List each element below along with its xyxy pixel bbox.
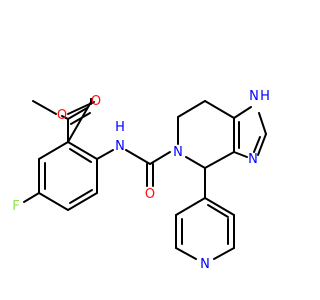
bond-pip-3 (204, 100, 235, 119)
bond-benz-f (23, 192, 40, 203)
bond-c-n (149, 151, 171, 165)
background (0, 0, 300, 300)
bond-benz-5 (67, 192, 98, 211)
bond-imid-2 (258, 112, 267, 135)
atom-labels: O O F H N N O H N N N (12, 89, 270, 272)
bond-pyr-inner-3 (207, 204, 229, 218)
bond-pip-2 (177, 100, 206, 118)
bond-benz-inner-2 (69, 189, 93, 204)
bond-imid-3 (257, 133, 267, 156)
amide-nitrogen-label: N (115, 139, 125, 154)
bond-ester-c-ocarbonyl-2 (70, 112, 91, 125)
ring-nitrogen-label: N (173, 145, 183, 160)
fluorine-label: F (12, 199, 19, 214)
bond-pyr-4 (213, 247, 235, 260)
pyridine-nitrogen-label: N (200, 257, 210, 272)
bond-pyr-6 (204, 197, 235, 216)
bond-ester-c-ocarbonyl (67, 107, 88, 120)
bond-imid-1 (233, 106, 252, 119)
bond-nh-c (125, 149, 151, 165)
bond-methyl-o (32, 100, 57, 115)
bond-benz-inner-3 (69, 148, 92, 163)
bonds (23, 98, 267, 260)
bond-pip-6 (185, 156, 206, 169)
bond-benz-nh (96, 149, 114, 160)
bond-benz-7 (67, 141, 98, 160)
bond-pyr-1 (175, 197, 206, 216)
bond-pyr-3 (175, 247, 197, 260)
amide-nh-label: H (115, 120, 125, 135)
imidazole-imine-nitrogen-label: N (248, 152, 258, 167)
molecule-structure: O O F H N N O H N N N (0, 0, 300, 300)
ester-carbonyl-oxygen-label: O (91, 94, 101, 109)
bond-imid-3b (253, 136, 261, 153)
amide-carbonyl-oxygen-label: O (145, 187, 155, 202)
bond-pip-5 (204, 151, 235, 169)
ester-ether-oxygen-label: O (57, 108, 67, 123)
bond-benz-4 (38, 192, 69, 211)
bond-ester-c-oether (61, 115, 69, 120)
imidazole-nh-label: H (260, 89, 270, 104)
bond-imid-4 (233, 151, 248, 158)
imidazole-nh-nitrogen-label: N (249, 89, 259, 104)
bond-benz-2 (38, 141, 69, 160)
